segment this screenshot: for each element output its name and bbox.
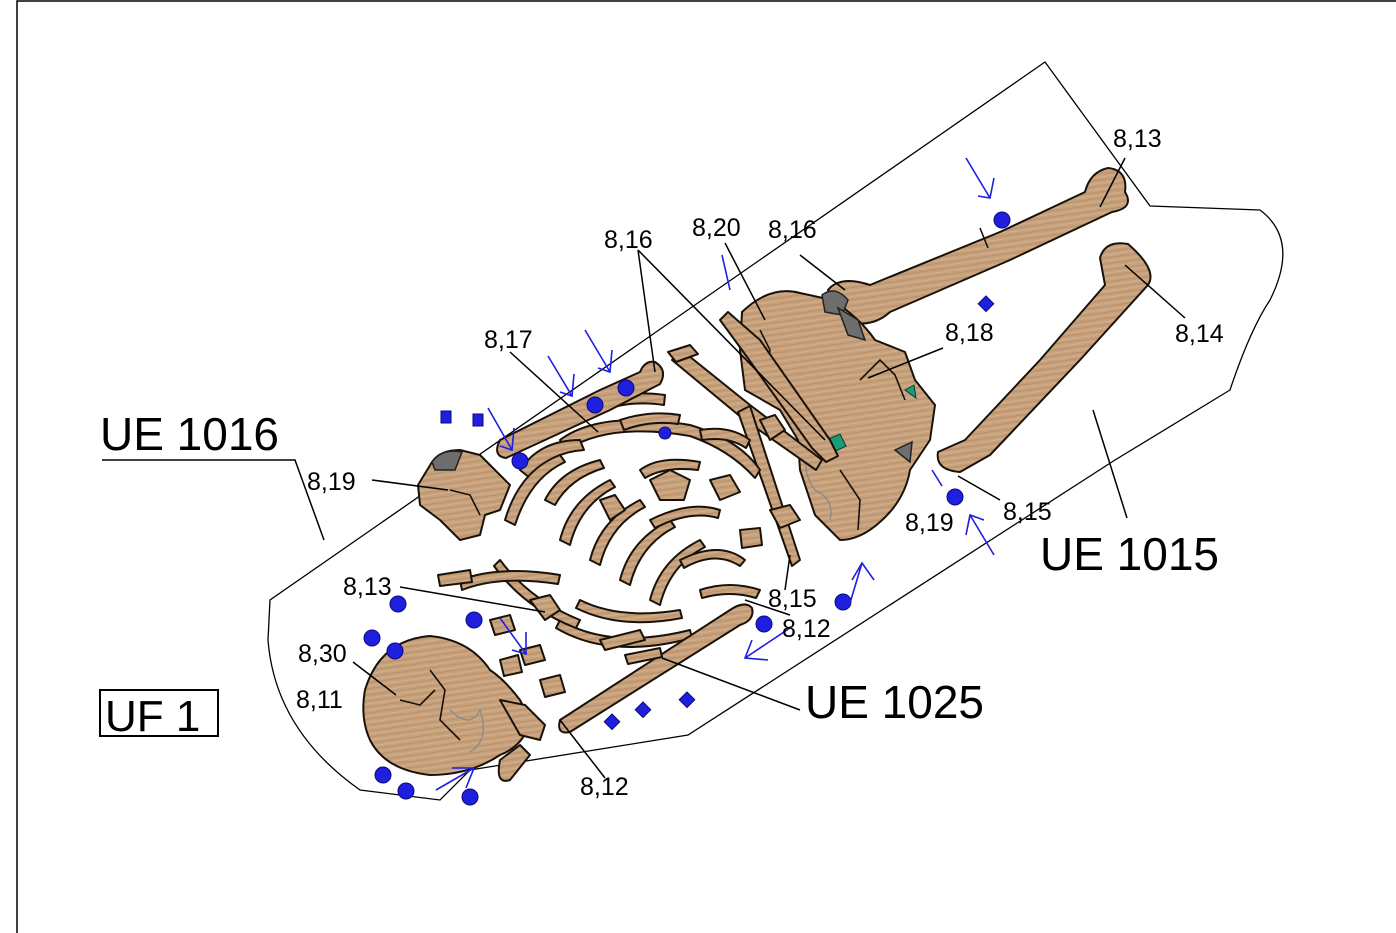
- label-8-16-right: 8,16: [768, 216, 817, 244]
- pelvis: [739, 290, 936, 541]
- hand-bones: [599, 629, 663, 665]
- find-dot-icon: [946, 488, 964, 506]
- find-square-icon: [634, 701, 652, 719]
- find-dot-icon: [834, 593, 852, 611]
- find-dot-icon: [586, 396, 604, 414]
- label-ue-1016: UE 1016: [100, 408, 279, 460]
- find-dot-icon: [386, 642, 404, 660]
- label-8-15-right: 8,15: [1003, 498, 1052, 526]
- orientation-arrow-icon: [931, 469, 943, 487]
- find-square-icon: [977, 295, 995, 313]
- leader-lines: [102, 157, 1186, 779]
- find-dot-icon: [374, 766, 392, 784]
- find-dot-icon: [755, 615, 773, 633]
- label-ue-1025: UE 1025: [805, 676, 984, 728]
- orientation-arrow-icon: [547, 355, 575, 398]
- find-dot-icon: [461, 788, 479, 806]
- femur-upper: [827, 167, 1129, 325]
- orientation-arrow-icon: [584, 329, 613, 374]
- label-8-14: 8,14: [1175, 320, 1224, 348]
- label-8-15-mid: 8,15: [768, 585, 817, 613]
- rib-cage: [437, 392, 801, 648]
- radius-lower: [558, 603, 754, 734]
- orientation-arrow-icon: [965, 157, 995, 199]
- label-uf-1: UF 1: [105, 692, 200, 741]
- label-8-17: 8,17: [484, 326, 533, 354]
- femur-lower: [936, 242, 1152, 473]
- find-dot-icon: [658, 426, 672, 440]
- label-ue-1015: UE 1015: [1040, 528, 1219, 580]
- humerus-right: [719, 311, 839, 463]
- orientation-arrows: [435, 157, 995, 791]
- label-8-13-left: 8,13: [343, 573, 392, 601]
- label-8-11: 8,11: [296, 686, 343, 714]
- vertebrae: [489, 594, 566, 698]
- drawing-frame: [16, 0, 1396, 933]
- find-markers: [363, 211, 1011, 806]
- orientation-arrow-icon: [721, 254, 731, 291]
- find-dot-icon: [363, 629, 381, 647]
- find-square-icon: [472, 413, 484, 427]
- orientation-arrow-icon: [743, 627, 791, 661]
- label-8-19-right: 8,19: [905, 509, 954, 537]
- find-square-icon: [440, 410, 452, 424]
- orientation-arrow-icon: [499, 617, 527, 656]
- label-8-12-mid: 8,12: [782, 615, 831, 643]
- label-8-16-left: 8,16: [604, 226, 653, 254]
- label-8-12-bottom: 8,12: [580, 773, 629, 801]
- find-dot-icon: [511, 452, 529, 470]
- orientation-arrow-icon: [487, 407, 515, 452]
- label-8-30: 8,30: [298, 640, 347, 668]
- label-8-19-left: 8,19: [307, 468, 356, 496]
- orientation-arrow-icon: [849, 561, 875, 604]
- find-dot-icon: [617, 379, 635, 397]
- find-dot-icon: [389, 595, 407, 613]
- label-8-18: 8,18: [945, 319, 994, 347]
- find-dot-icon: [993, 211, 1011, 229]
- clavicle: [667, 344, 699, 363]
- label-8-20: 8,20: [692, 214, 741, 242]
- skeleton: [362, 167, 1152, 782]
- find-square-icon: [603, 713, 621, 731]
- orientation-arrow-icon: [965, 513, 995, 556]
- grave-cut-outline: [267, 61, 1284, 801]
- unit-labels: UE 1016 UE 1015 UE 1025 UF 1: [99, 408, 1219, 741]
- find-labels: 8,13 8,14 8,20 8,16 8,16 8,18 8,17 8,19 …: [296, 125, 1224, 801]
- label-8-13-top: 8,13: [1113, 125, 1162, 153]
- find-square-icon: [678, 691, 696, 709]
- mandible: [499, 699, 546, 741]
- cervical-bone: [497, 744, 531, 782]
- find-dot-icon: [465, 611, 483, 629]
- orientation-arrow-icon: [435, 767, 476, 791]
- find-dot-icon: [397, 782, 415, 800]
- uf-1-box: [99, 689, 219, 737]
